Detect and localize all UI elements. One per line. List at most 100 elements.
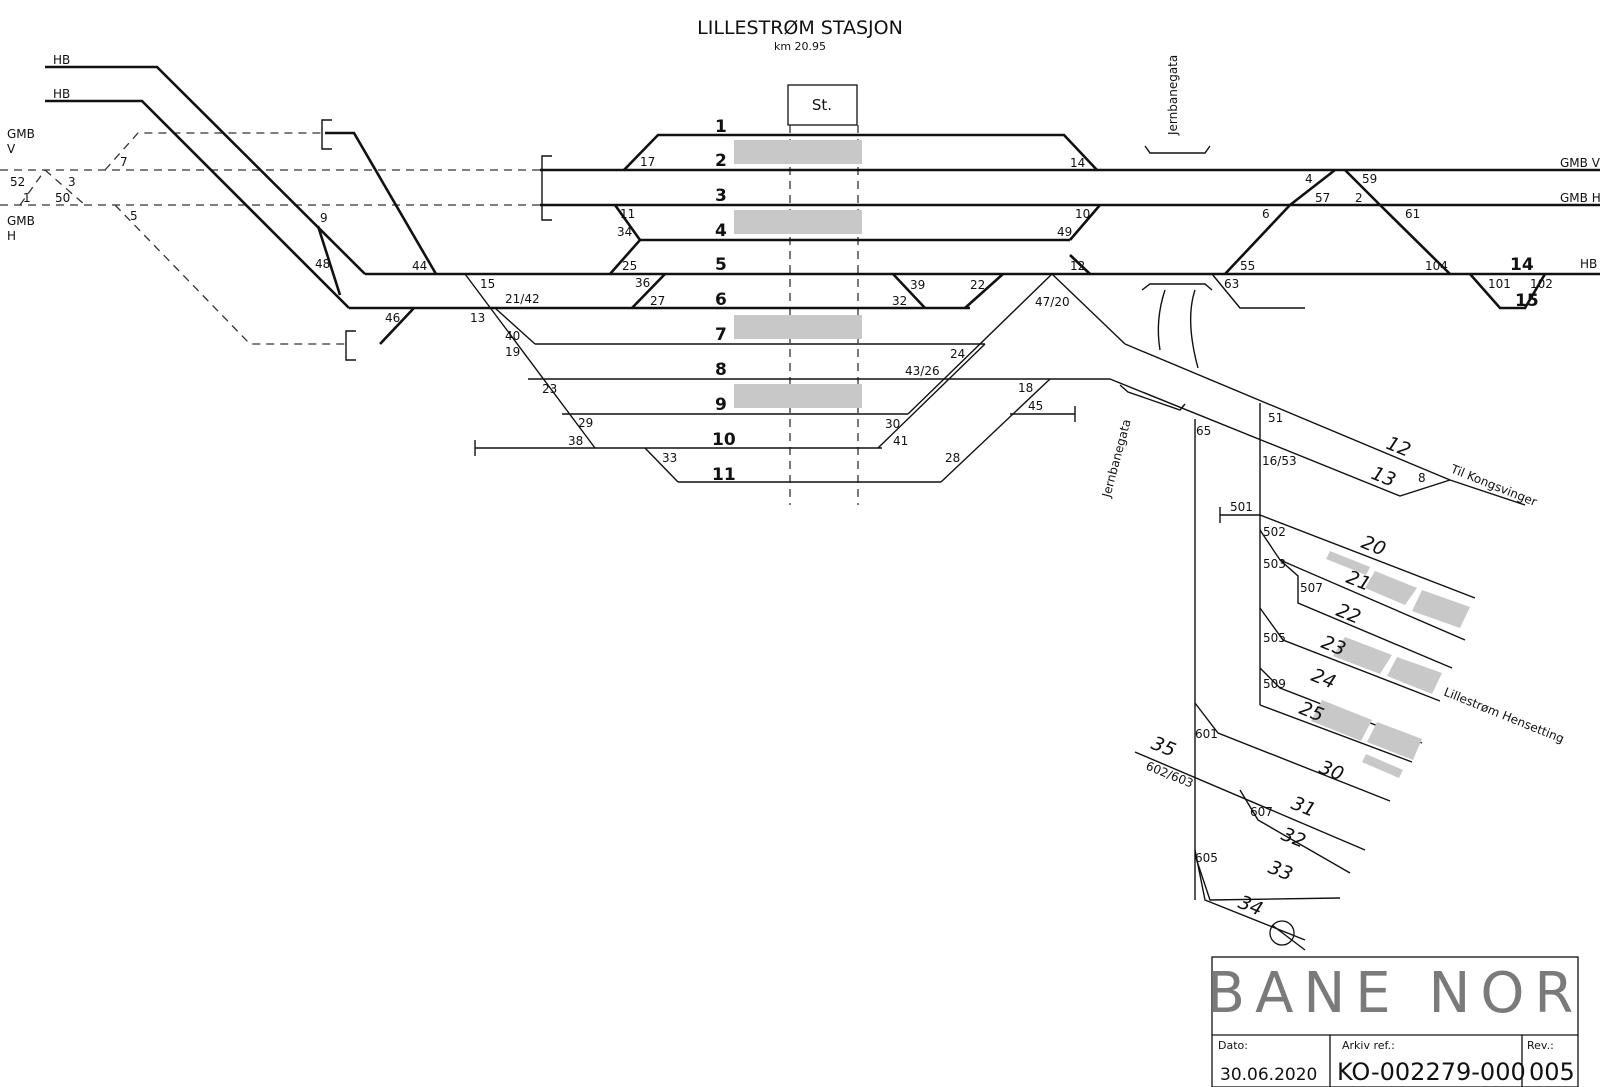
svg-text:6: 6 — [1262, 207, 1270, 221]
svg-text:Til Kongsvinger: Til Kongsvinger — [1448, 461, 1539, 509]
svg-text:52: 52 — [10, 175, 25, 189]
rev-value: 005 — [1529, 1058, 1575, 1086]
switch-labels: 52 1 3 50 7 5 9 48 44 46 13 15 21/42 40 … — [10, 155, 1553, 865]
svg-text:57: 57 — [1315, 191, 1330, 205]
svg-text:12: 12 — [1383, 432, 1414, 461]
svg-text:36: 36 — [635, 276, 650, 290]
arkiv-value: KO-002279-000 — [1337, 1058, 1526, 1086]
svg-text:509: 509 — [1263, 677, 1286, 691]
svg-text:Lillestrøm Hensetting: Lillestrøm Hensetting — [1442, 685, 1566, 746]
thin-tracks — [464, 273, 1526, 941]
title-block: BANE NOR Dato: 30.06.2020 Arkiv ref.: KO… — [1207, 956, 1584, 1087]
svg-text:51: 51 — [1268, 411, 1283, 425]
svg-text:15: 15 — [480, 277, 495, 291]
svg-text:GMB V: GMB V — [1560, 156, 1600, 170]
svg-text:GMB H: GMB H — [1560, 191, 1600, 205]
svg-text:31: 31 — [1288, 792, 1319, 821]
svg-text:13: 13 — [470, 311, 485, 325]
main-tracks — [45, 65, 1600, 345]
svg-text:30: 30 — [1316, 756, 1347, 785]
platform-2 — [734, 140, 862, 164]
svg-text:605: 605 — [1195, 851, 1218, 865]
buffer-stops — [321, 119, 1306, 951]
svg-text:24: 24 — [1308, 664, 1339, 693]
svg-text:49: 49 — [1057, 225, 1072, 239]
svg-text:19: 19 — [505, 345, 520, 359]
svg-text:59: 59 — [1362, 172, 1377, 186]
svg-text:21/42: 21/42 — [505, 292, 540, 306]
svg-text:24: 24 — [950, 347, 965, 361]
svg-text:44: 44 — [412, 259, 427, 273]
svg-text:HB: HB — [1580, 257, 1597, 271]
rev-label: Rev.: — [1527, 1039, 1554, 1052]
svg-text:502: 502 — [1263, 525, 1286, 539]
svg-text:10: 10 — [1075, 207, 1090, 221]
svg-text:503: 503 — [1263, 557, 1286, 571]
svg-text:50: 50 — [55, 191, 70, 205]
svg-text:601: 601 — [1195, 727, 1218, 741]
svg-text:48: 48 — [315, 257, 330, 271]
svg-text:35: 35 — [1148, 732, 1179, 761]
svg-text:32: 32 — [892, 294, 907, 308]
svg-text:63: 63 — [1224, 277, 1239, 291]
svg-text:4: 4 — [1305, 172, 1313, 186]
bridge-jernbanegata-bottom — [1119, 283, 1213, 411]
svg-text:HB: HB — [53, 87, 70, 101]
svg-text:5: 5 — [715, 255, 727, 275]
svg-text:1: 1 — [715, 117, 727, 137]
diagram-title: LILLESTRØM STASJON — [697, 17, 903, 39]
svg-text:HB: HB — [53, 53, 70, 67]
svg-text:41: 41 — [893, 434, 908, 448]
svg-text:101: 101 — [1488, 277, 1511, 291]
bridge-jernbanegata-top — [1144, 145, 1211, 154]
arkiv-label: Arkiv ref.: — [1342, 1039, 1395, 1052]
svg-text:602/603: 602/603 — [1144, 759, 1195, 791]
svg-text:3: 3 — [715, 186, 727, 206]
station-box-label: St. — [812, 96, 832, 114]
svg-text:2: 2 — [715, 151, 727, 171]
svg-text:V: V — [7, 142, 16, 156]
svg-text:8: 8 — [715, 360, 727, 380]
svg-text:104: 104 — [1425, 259, 1448, 273]
svg-text:34: 34 — [617, 225, 632, 239]
svg-text:9: 9 — [715, 395, 727, 415]
svg-text:607: 607 — [1250, 805, 1273, 819]
svg-text:45: 45 — [1028, 399, 1043, 413]
km-label: km 20.95 — [774, 40, 826, 53]
svg-text:12: 12 — [1070, 259, 1085, 273]
svg-text:15: 15 — [1515, 291, 1539, 311]
bane-nor-logo: BANE NOR — [1207, 961, 1584, 1026]
svg-text:39: 39 — [910, 278, 925, 292]
svg-text:40: 40 — [505, 329, 520, 343]
platform-9 — [734, 384, 862, 408]
svg-text:10: 10 — [712, 430, 736, 450]
platform-7 — [734, 315, 862, 339]
svg-text:11: 11 — [712, 465, 736, 485]
svg-text:9: 9 — [320, 211, 328, 225]
svg-text:14: 14 — [1510, 255, 1534, 275]
svg-text:30: 30 — [885, 417, 900, 431]
yard-platforms — [1311, 551, 1470, 778]
svg-text:7: 7 — [715, 325, 727, 345]
svg-text:3: 3 — [68, 175, 76, 189]
svg-text:102: 102 — [1530, 277, 1553, 291]
svg-text:33: 33 — [1265, 856, 1296, 885]
dato-label: Dato: — [1218, 1039, 1248, 1052]
svg-text:501: 501 — [1230, 500, 1253, 514]
dashed-tracks — [0, 132, 540, 345]
svg-text:7: 7 — [120, 155, 128, 169]
svg-text:18: 18 — [1018, 381, 1033, 395]
svg-text:GMB: GMB — [7, 214, 35, 228]
svg-text:22: 22 — [970, 278, 985, 292]
svg-text:5: 5 — [130, 209, 138, 223]
svg-text:28: 28 — [945, 451, 960, 465]
svg-text:1: 1 — [23, 191, 31, 205]
svg-text:11: 11 — [620, 207, 635, 221]
dato-value: 30.06.2020 — [1220, 1065, 1317, 1085]
svg-text:16/53: 16/53 — [1262, 454, 1297, 468]
svg-text:14: 14 — [1070, 156, 1085, 170]
svg-text:20: 20 — [1358, 531, 1389, 560]
station-box — [787, 84, 858, 126]
svg-text:38: 38 — [568, 434, 583, 448]
svg-text:23: 23 — [542, 382, 557, 396]
